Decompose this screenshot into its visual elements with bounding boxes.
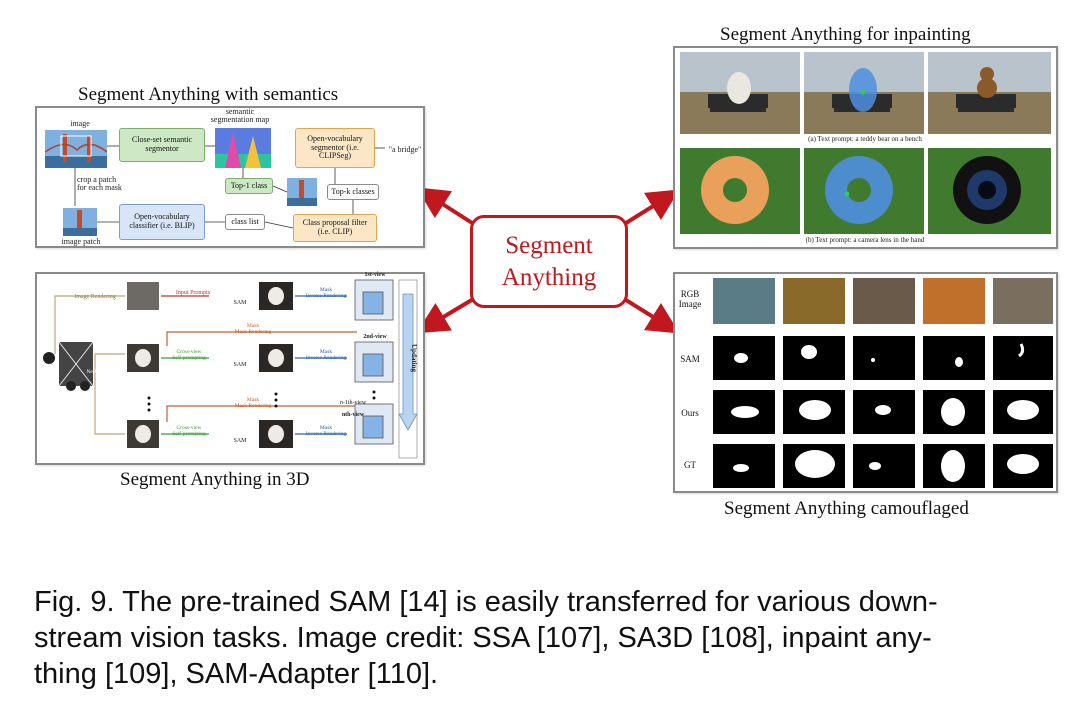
image-patch — [63, 208, 97, 236]
threed-diagram — [43, 279, 418, 459]
label-mask-2-line1: Mask — [319, 349, 333, 355]
golden-gate-image — [45, 130, 107, 168]
label-cross-view-2-line1: Cross-view — [176, 425, 202, 431]
label-mask-rendering-1: Mask Mask Rendering — [233, 323, 273, 336]
open-vocab-segmentor-box: Open-vocabulary segmentor (i.e. CLIPSeg) — [295, 128, 375, 168]
semantic-segmentation-map — [215, 128, 271, 168]
row-label-rgb: RGB Image — [678, 289, 702, 309]
figure-caption: Fig. 9. The pre-trained SAM [14] is easi… — [34, 584, 1054, 692]
camouflaged-grid — [713, 278, 1053, 488]
segment-anything-center-box: Segment Anything — [470, 215, 628, 308]
label-semantic-map-line1: semantic — [225, 107, 255, 116]
class-proposal-filter-box: Class proposal filter (i.e. CLIP) — [293, 214, 377, 242]
caption-line-1: Fig. 9. The pre-trained SAM [14] is easi… — [34, 586, 938, 618]
label-cross-view-2: Cross-view Self-prompting — [169, 425, 209, 438]
label-mask-rendering-2: Mask Mask Rendering — [233, 397, 273, 410]
inpainting-panel-title: Segment Anything for inpainting — [720, 24, 971, 45]
threed-panel-title: Segment Anything in 3D — [120, 469, 310, 490]
label-mask-1-line1: Mask — [319, 287, 333, 293]
semantics-flow-arrows — [74, 145, 385, 229]
center-label-line2: Anything — [501, 263, 597, 291]
label-image: image — [70, 119, 90, 128]
label-updating: Updating — [410, 344, 418, 373]
row-label-ours: Ours — [681, 408, 699, 418]
label-mask-1: Mask Inverse Rendering — [301, 287, 351, 300]
inpainting-caption-b: (b) Text prompt: a camera lens in the ha… — [805, 236, 925, 244]
semantics-panel: image crop a patch for each mask image p… — [35, 106, 425, 248]
label-cross-view-1: Cross-view Self-prompting — [169, 349, 209, 362]
open-vocab-classifier-box: Open-vocabulary classifier (i.e. BLIP) — [119, 204, 205, 240]
label-mask-2: Mask Inverse Rendering — [301, 349, 351, 362]
inpainting-panel: (a) Text prompt: a teddy bear on a bench… — [673, 46, 1058, 249]
label-semantic-map-line2: segmentation map — [210, 115, 270, 125]
label-mask-1-line2: Inverse Rendering — [305, 292, 347, 299]
label-sam-2: SAM — [233, 362, 247, 368]
label-sam-3: SAM — [233, 438, 247, 444]
label-a-bridge: "a bridge" — [388, 145, 422, 154]
label-mask-rendering-1-line2: Mask Rendering — [234, 328, 272, 335]
row-label-sam: SAM — [680, 354, 700, 364]
label-sam-1: SAM — [233, 300, 247, 306]
label-cross-view-2-line2: Self-prompting — [172, 430, 206, 437]
label-nerf: NeRF — [86, 369, 100, 375]
inpainting-images — [680, 52, 1051, 234]
center-label-line1: Segment — [505, 232, 593, 260]
label-image-rendering: Image Rendering — [74, 294, 116, 300]
topk-classes-box: Top-k classes — [327, 184, 379, 200]
camouflaged-panel-title: Segment Anything camouflaged — [724, 498, 969, 519]
label-viewn: nth-view — [341, 412, 365, 418]
label-input-prompts: Input Prompts — [175, 290, 211, 296]
label-mask-2-line2: Inverse Rendering — [305, 354, 347, 361]
inpainting-caption-a: (a) Text prompt: a teddy bear on a bench — [808, 135, 922, 143]
label-cross-view-1-line2: Self-prompting — [172, 354, 206, 361]
label-view1: 1st-view — [364, 272, 386, 278]
top1-class-box: Top-1 class — [225, 178, 273, 194]
label-image-patch: image patch — [61, 237, 101, 246]
caption-line-3: thing [109], SAM-Adapter [110]. — [34, 658, 439, 690]
row-label-gt: GT — [684, 460, 696, 470]
close-set-segmentor-box: Close-set semantic segmentor — [119, 128, 205, 162]
label-mask-rendering-2-line1: Mask — [246, 397, 260, 403]
label-crop-line2: for each mask — [77, 183, 122, 193]
bridge-photo — [287, 178, 317, 206]
label-viewn1: n-1th-view — [339, 400, 367, 406]
label-crop-line1: crop a patch — [77, 175, 117, 184]
threed-panel: Image Rendering Input Prompts SAM Mask I… — [35, 272, 425, 465]
label-crop: crop a patch for each mask — [77, 175, 137, 193]
label-view2: 2nd-view — [363, 334, 387, 340]
label-semantic-map: semantic segmentation map — [205, 107, 275, 125]
caption-line-2: stream vision tasks. Image credit: SSA [… — [34, 622, 932, 654]
label-mask-rendering-2-line2: Mask Rendering — [234, 402, 272, 409]
label-cross-view-1-line1: Cross-view — [176, 349, 202, 355]
class-list-box: class list — [225, 214, 265, 230]
camouflaged-panel: RGB Image SAM Ours GT — [673, 272, 1058, 493]
semantics-panel-title: Segment Anything with semantics — [78, 84, 339, 105]
label-mask-rendering-1-line1: Mask — [246, 323, 260, 329]
label-mask-3: Mask Inverse Rendering — [301, 425, 351, 438]
label-mask-3-line2: Inverse Rendering — [305, 430, 347, 437]
label-mask-3-line1: Mask — [319, 425, 333, 431]
